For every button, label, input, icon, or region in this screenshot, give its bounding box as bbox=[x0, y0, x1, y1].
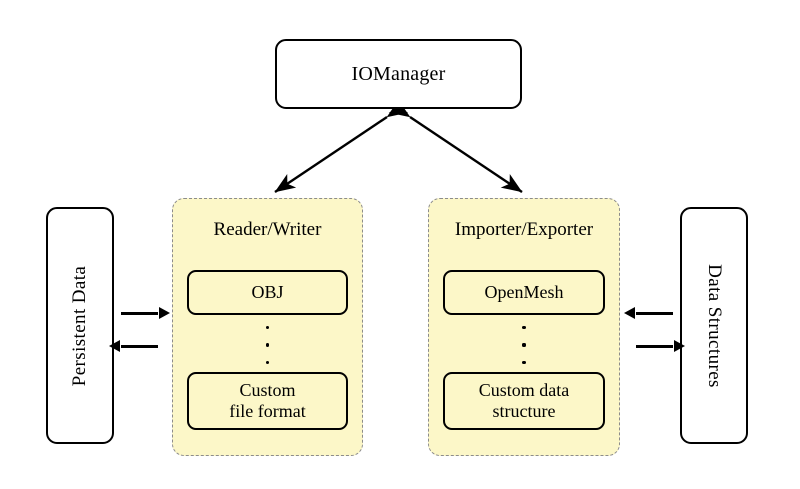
panel-importer-exporter-title: Importer/Exporter bbox=[454, 219, 594, 240]
node-data-structures[interactable]: Data Structures bbox=[680, 207, 748, 444]
node-openmesh-label: OpenMesh bbox=[484, 281, 564, 302]
node-custom-file-format[interactable]: Custom file format bbox=[187, 372, 348, 430]
connector-manager-reader-writer bbox=[274, 99, 409, 193]
arrow-reader-writer-to-persistent-data bbox=[121, 345, 158, 348]
iomanager-label: IOManager bbox=[351, 62, 446, 85]
node-obj-label: OBJ bbox=[251, 281, 284, 302]
arrow-importer-exporter-to-data-structures bbox=[636, 345, 673, 348]
node-custom-file-format-label-line2: file format bbox=[229, 401, 306, 421]
arrow-data-structures-to-importer-exporter bbox=[636, 312, 673, 315]
arrow-persistent-data-to-reader-writer bbox=[121, 312, 158, 315]
node-iomanager[interactable]: IOManager bbox=[275, 39, 522, 109]
node-custom-data-structure-label-line2: structure bbox=[492, 401, 556, 421]
node-obj[interactable]: OBJ bbox=[187, 270, 348, 315]
panel-importer-exporter[interactable]: Importer/Exporter OpenMesh Custom data s… bbox=[428, 198, 620, 456]
ellipsis-icon bbox=[173, 326, 362, 364]
ellipsis-icon bbox=[429, 326, 619, 364]
persistent-data-label: Persistent Data bbox=[69, 265, 90, 386]
node-custom-data-structure[interactable]: Custom data structure bbox=[443, 372, 605, 430]
data-structures-label: Data Structures bbox=[704, 263, 725, 388]
node-custom-data-structure-label-line1: Custom data bbox=[478, 379, 570, 400]
node-persistent-data[interactable]: Persistent Data bbox=[46, 207, 114, 444]
panel-reader-writer[interactable]: Reader/Writer OBJ Custom file format bbox=[172, 198, 363, 456]
node-custom-file-format-label-line1: Custom bbox=[239, 379, 296, 400]
connector-manager-importer-exporter bbox=[388, 99, 523, 193]
node-openmesh[interactable]: OpenMesh bbox=[443, 270, 605, 315]
panel-reader-writer-title: Reader/Writer bbox=[213, 219, 322, 240]
